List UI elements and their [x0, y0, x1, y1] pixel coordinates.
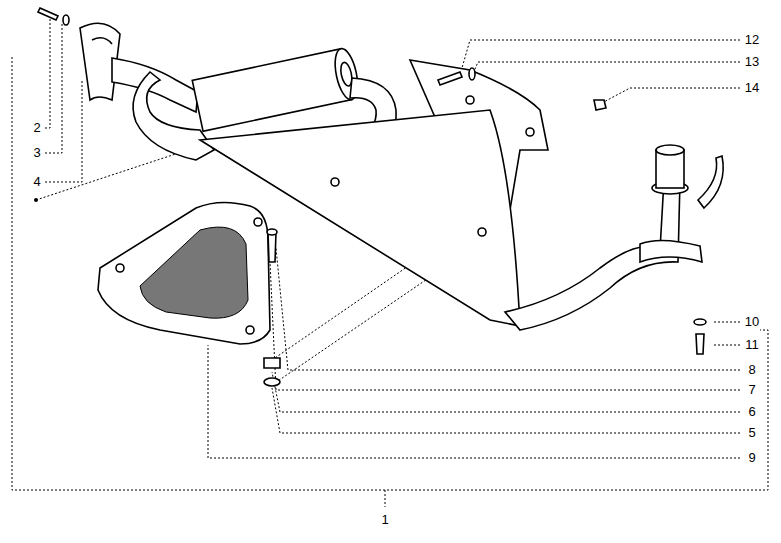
callout-number: 13: [743, 55, 761, 69]
callout-number: 1: [379, 513, 390, 527]
callout-number: 2: [31, 121, 42, 135]
callout-number: 14: [743, 81, 761, 95]
callout-number: 10: [743, 315, 761, 329]
callout-number: 8: [746, 363, 757, 377]
callout-number: 11: [743, 338, 761, 352]
callout-number: 5: [746, 426, 757, 440]
callout-number: 4: [31, 175, 42, 189]
callout-number: 12: [743, 33, 761, 47]
leader-lines: [12, 14, 768, 507]
callout-number: 7: [746, 383, 757, 397]
callout-number: 3: [31, 146, 42, 160]
exhaust-parts: [38, 8, 723, 386]
callout-number: 6: [746, 405, 757, 419]
callout-number: 9: [746, 451, 757, 465]
